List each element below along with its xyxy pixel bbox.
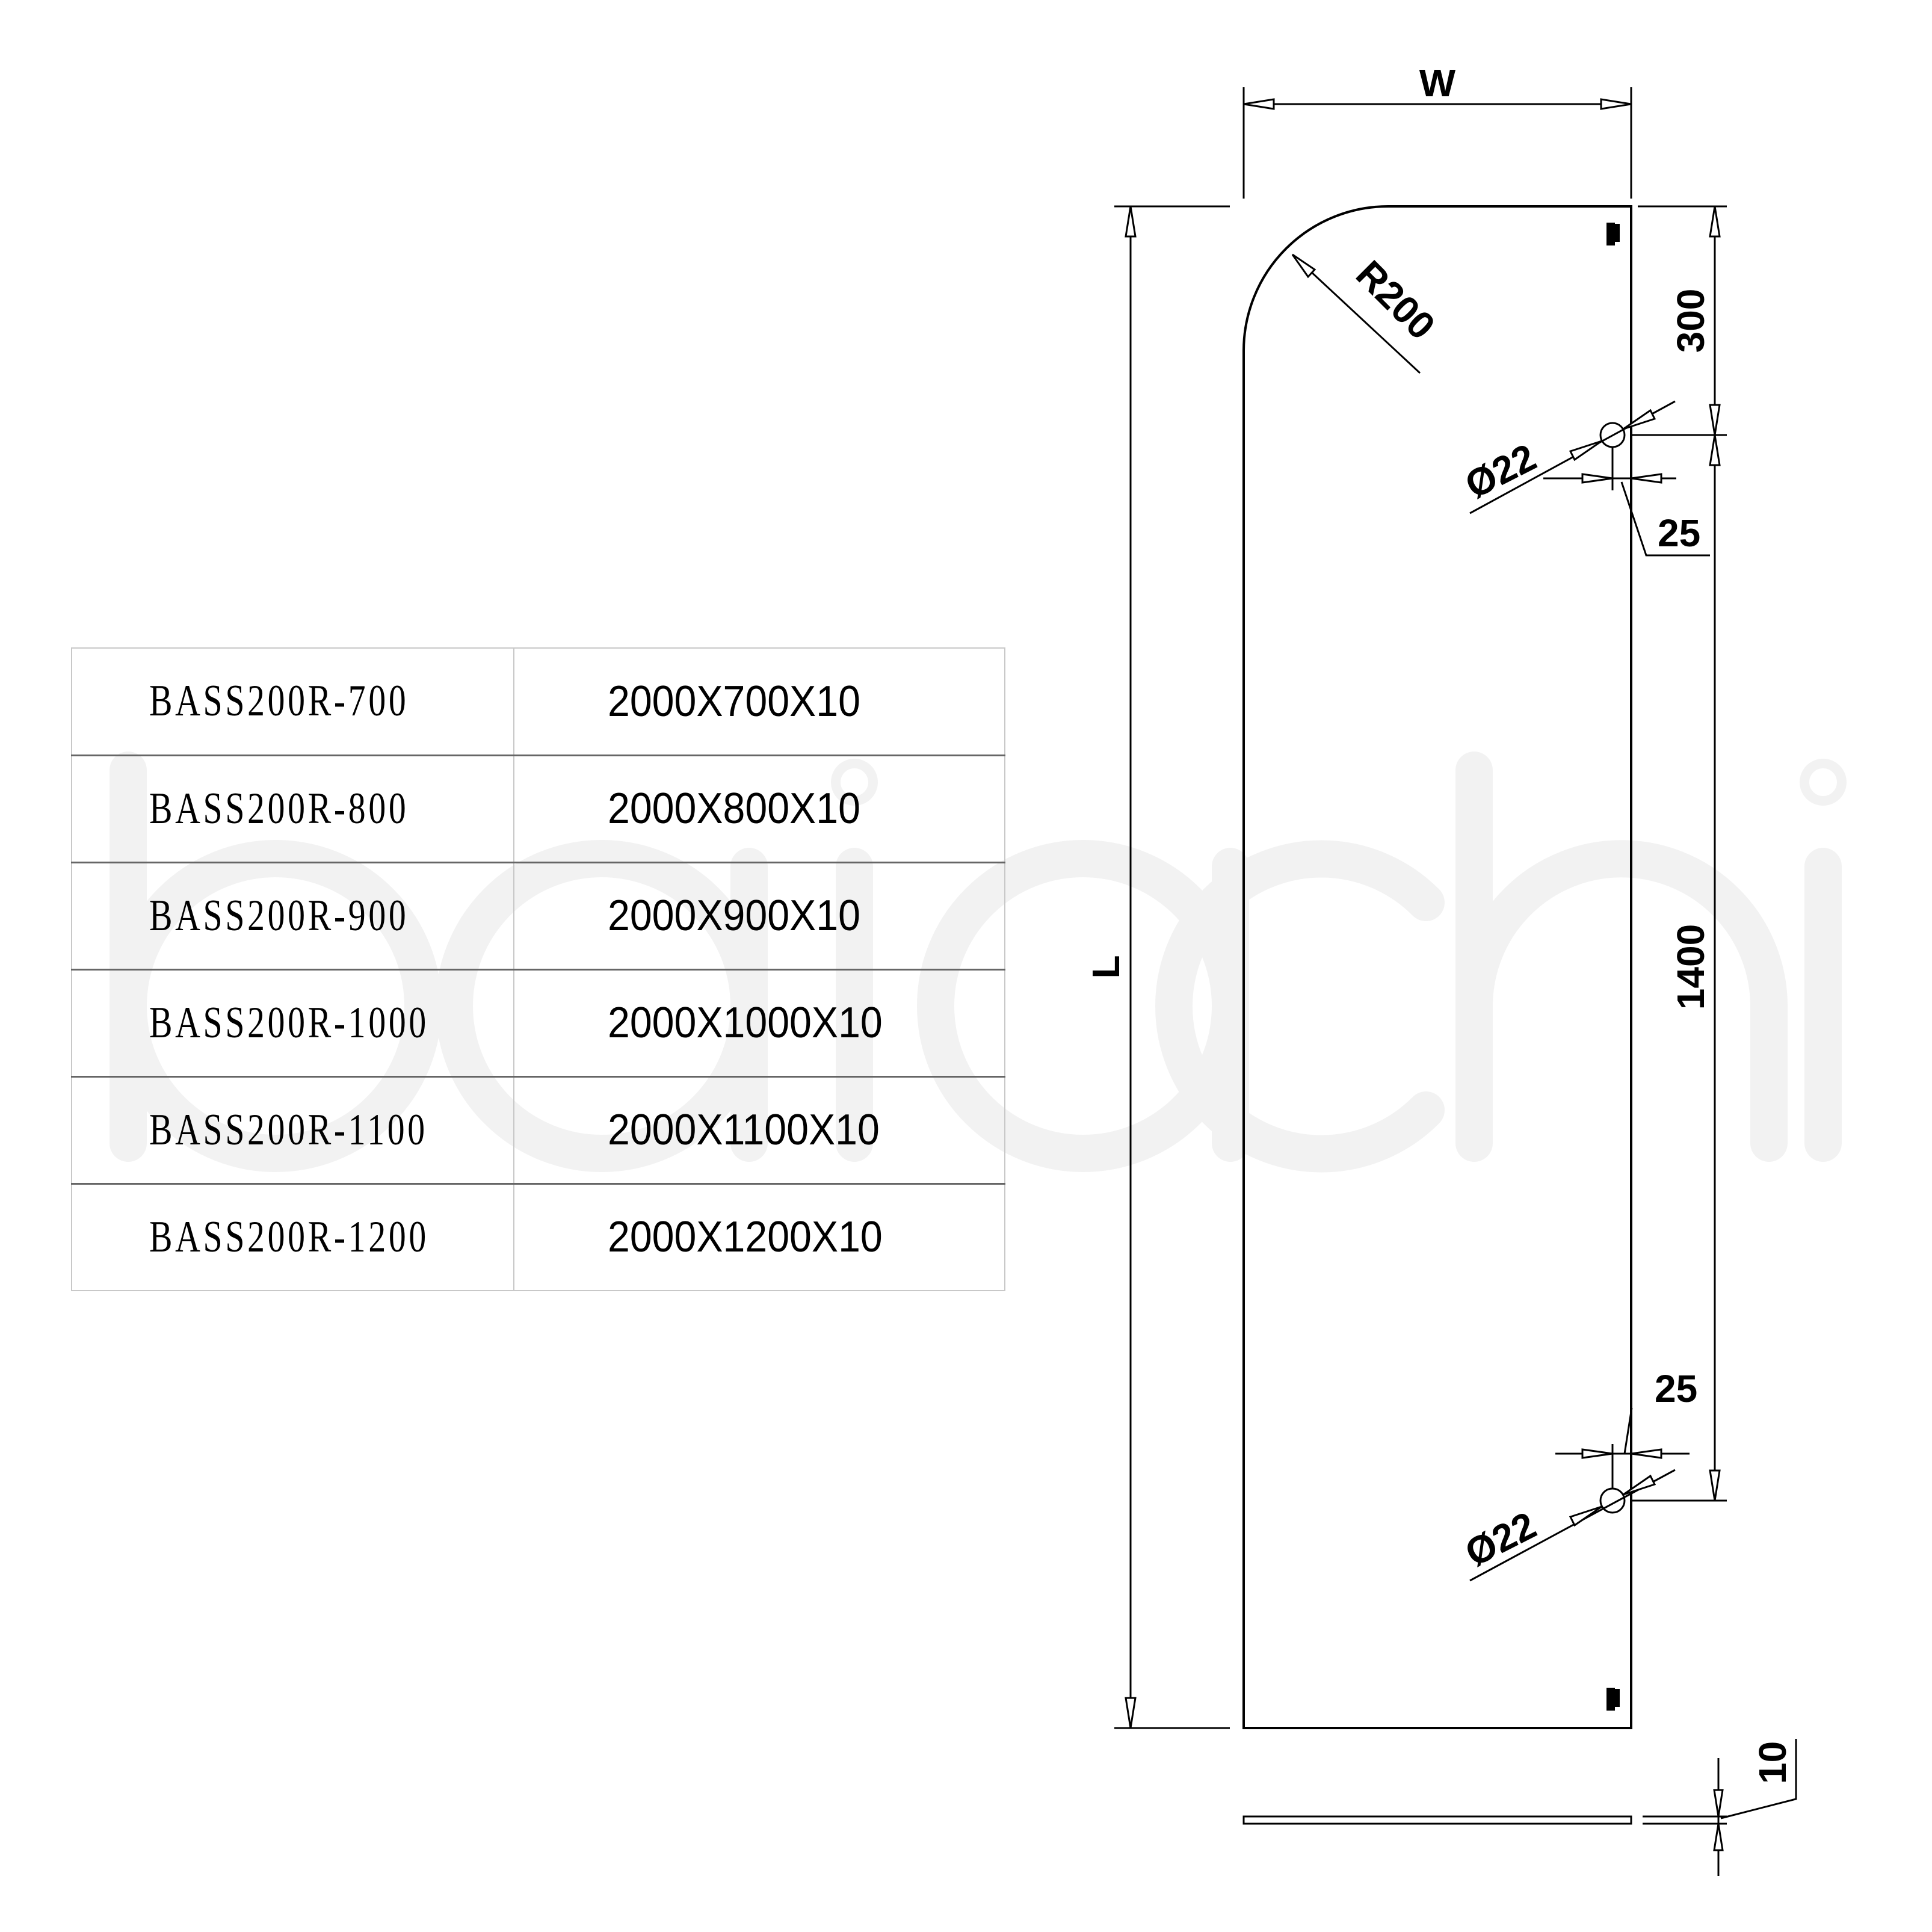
radius-label: R200 — [1348, 252, 1443, 348]
radius-dimension: R200 — [1291, 252, 1443, 374]
thickness-label: 10 — [1751, 1741, 1794, 1784]
table-row: BASS200R-1200 2000X1200X10 — [71, 1182, 1005, 1291]
table-row: BASS200R-800 2000X800X10 — [71, 754, 1005, 863]
hinge-mark-bottom — [1606, 1688, 1620, 1711]
model-cell: BASS200R-700 — [149, 676, 409, 726]
table-row: BASS200R-700 2000X700X10 — [71, 647, 1005, 756]
model-cell: BASS200R-800 — [149, 783, 409, 833]
model-cell: BASS200R-1200 — [149, 1212, 429, 1262]
model-cell: BASS200R-1100 — [149, 1105, 428, 1155]
glass-panel-outline — [1242, 205, 1632, 1729]
table-row: BASS200R-1000 2000X1000X10 — [71, 968, 1005, 1077]
size-cell: 2000X700X10 — [608, 677, 860, 726]
hole-spacing-label: 1400 — [1669, 924, 1712, 1010]
thickness-view: 10 — [1242, 1739, 1797, 1876]
model-cell: BASS200R-900 — [149, 890, 409, 940]
size-cell: 2000X1000X10 — [608, 999, 883, 1047]
top-hole: Ø22 25 — [1458, 400, 1710, 557]
width-label: W — [1419, 61, 1456, 105]
table-row: BASS200R-1100 2000X1100X10 — [71, 1075, 1005, 1184]
size-cell: 2000X1200X10 — [608, 1213, 883, 1262]
size-cell: 2000X900X10 — [608, 892, 860, 940]
vertical-hole-dimensions: 300 1400 — [1631, 205, 1727, 1502]
length-dimension: L — [1084, 205, 1230, 1729]
length-label: L — [1084, 955, 1128, 978]
spec-table: BASS200R-700 2000X700X10 BASS200R-800 2000… — [71, 647, 1005, 1291]
size-cell: 2000X800X10 — [608, 785, 860, 833]
top-offset-label: 300 — [1669, 289, 1712, 353]
width-dimension: W — [1242, 61, 1632, 199]
model-cell: BASS200R-1000 — [149, 998, 429, 1048]
bottom-hole: Ø22 25 — [1458, 1367, 1697, 1582]
size-cell: 2000X1100X10 — [608, 1106, 880, 1154]
table-row: BASS200R-900 2000X900X10 — [71, 861, 1005, 970]
top-edge-offset-label: 25 — [1658, 511, 1700, 555]
bottom-edge-offset-label: 25 — [1655, 1367, 1697, 1410]
hinge-mark-top — [1606, 223, 1620, 245]
